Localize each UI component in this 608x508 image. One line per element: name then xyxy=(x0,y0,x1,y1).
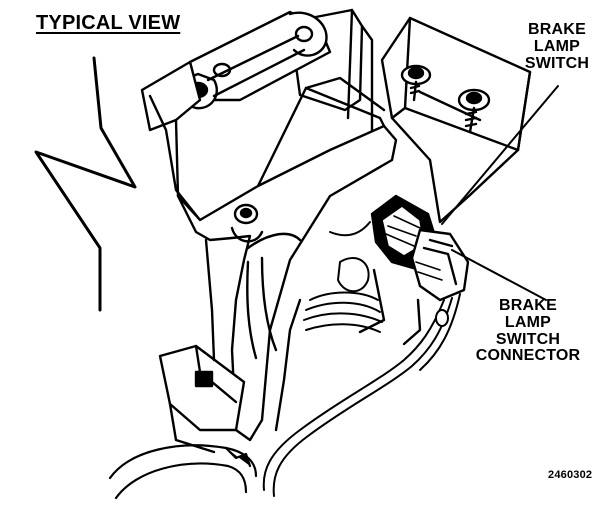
brake-lamp-switch-connector xyxy=(410,228,470,302)
callout-line: CONNECTOR xyxy=(475,347,581,365)
stud-nut-2 xyxy=(457,88,491,134)
lower-bracket xyxy=(158,344,246,454)
view-title: TYPICAL VIEW xyxy=(36,12,181,34)
stud-nut-1 xyxy=(400,64,432,102)
pushrod-spring xyxy=(303,221,383,333)
callout-line: LAMP xyxy=(504,313,552,331)
pivot-bolt xyxy=(230,203,264,243)
callout-line: BRAKE xyxy=(499,297,557,314)
break-line-left xyxy=(34,56,137,312)
callout-line: SWITCH xyxy=(524,54,590,72)
callout-line: LAMP xyxy=(533,37,581,55)
mounting-bracket xyxy=(380,16,532,224)
lower-cable xyxy=(108,444,258,500)
callout-line: SWITCH xyxy=(495,330,561,348)
wire-harness xyxy=(262,293,461,497)
callout-leaders xyxy=(441,85,559,301)
callout-brake-lamp-switch-connector: BRAKE LAMP SWITCH CONNECTOR xyxy=(458,297,598,365)
structure-edges xyxy=(204,238,422,432)
callout-brake-lamp-switch: BRAKE LAMP SWITCH xyxy=(516,21,598,72)
pivot-clevis xyxy=(181,10,332,110)
callout-line: BRAKE xyxy=(528,21,586,38)
bracket-arm-left xyxy=(140,60,202,222)
figure-number: 2460302 xyxy=(548,469,593,481)
